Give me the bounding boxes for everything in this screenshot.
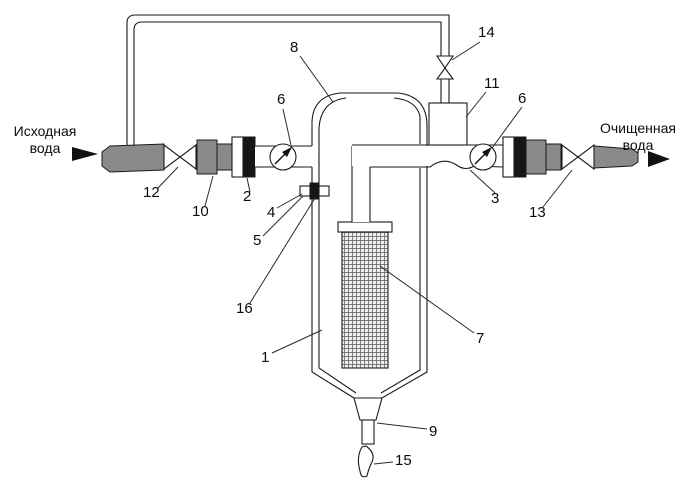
callout-7: 7 (476, 330, 484, 347)
bypass-valve (435, 55, 455, 103)
callout-1: 1 (261, 349, 269, 366)
inlet-label-line1: Исходная (14, 123, 77, 139)
air-vent-fitting (299, 182, 330, 200)
outlet-label-line2: вода (623, 137, 654, 153)
callout-14: 14 (478, 24, 495, 41)
inlet-label-line2: вода (30, 140, 61, 156)
callout-8: 8 (290, 39, 298, 56)
pressure-gauge-left (269, 143, 297, 171)
top-block (428, 102, 468, 146)
gauge-needle-left (282, 147, 292, 157)
callout-9: 9 (429, 423, 437, 440)
outlet-label-line1: Очищенная (600, 120, 676, 136)
inlet-valve (163, 143, 197, 171)
inlet-coupling-b (216, 143, 233, 171)
outlet-valve (561, 143, 595, 171)
bypass-pipe (126, 14, 450, 146)
filter-cartridge (337, 221, 393, 369)
callout-3: 3 (491, 190, 499, 207)
callout-13: 13 (529, 204, 546, 221)
flow-arrow-in (72, 147, 98, 161)
callout-numbers: 1 2 3 4 5 6 6 7 8 9 10 11 12 13 14 15 16 (143, 24, 546, 469)
flow-arrow-out (648, 151, 670, 167)
drain-tap (357, 445, 374, 478)
inlet-hose (101, 143, 165, 173)
callout-4: 4 (267, 204, 275, 221)
inlet-line (101, 136, 313, 178)
outlet-hose (593, 145, 639, 169)
callout-2: 2 (243, 188, 251, 205)
callout-6-right: 6 (518, 90, 526, 107)
callout-11: 11 (484, 75, 500, 92)
vessel-inner-wall (318, 97, 421, 394)
flow-labels: Исходная вода Очищенная вода (14, 120, 676, 156)
callout-6-left: 6 (277, 91, 285, 108)
inlet-flange-white (231, 136, 244, 178)
outlet-line (469, 136, 639, 178)
outlet-coupling-a (525, 139, 547, 175)
callout-16: 16 (236, 300, 253, 317)
gauge-needle-right (482, 147, 492, 157)
drain-tube (361, 419, 375, 445)
callout-leaders (157, 41, 573, 465)
outlet-flange-black (513, 136, 527, 178)
callout-12: 12 (143, 184, 160, 201)
pressure-gauge-right (469, 143, 497, 171)
drain-neck (353, 397, 383, 421)
callout-5: 5 (253, 232, 261, 249)
outlet-flange-white (502, 136, 515, 178)
inlet-coupling-a (196, 139, 218, 175)
outlet-coupling-b (545, 143, 562, 171)
callout-10: 10 (192, 203, 209, 220)
inlet-flange-black (242, 136, 256, 178)
callout-15: 15 (395, 452, 412, 469)
